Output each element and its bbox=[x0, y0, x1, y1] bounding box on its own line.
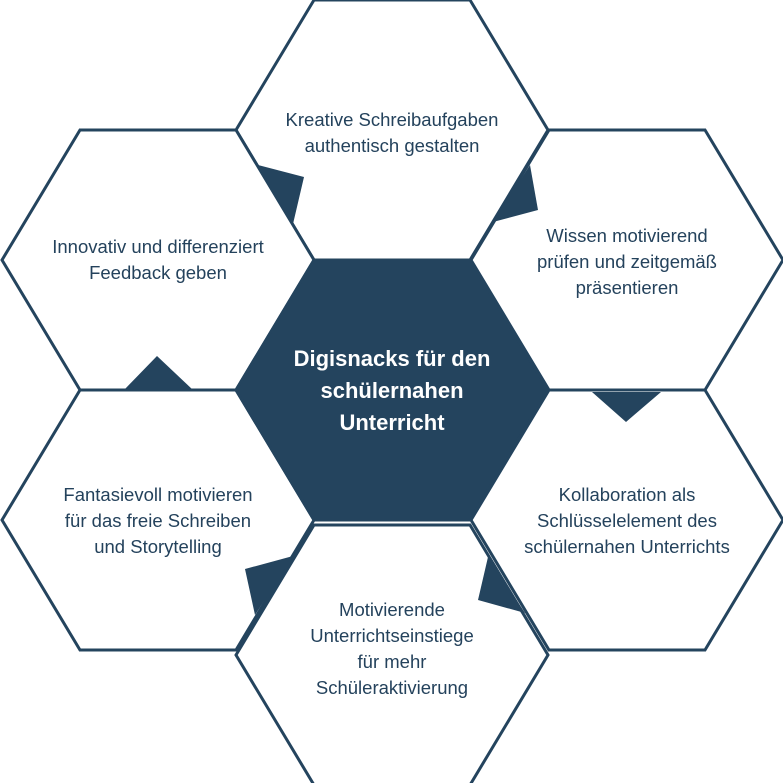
topic-label-bottom-right: Kollaboration als bbox=[559, 484, 696, 505]
topic-label-top: Kreative Schreibaufgaben bbox=[286, 109, 499, 130]
topic-label-bottom: für mehr bbox=[358, 651, 427, 672]
connector-arrow-icon bbox=[592, 392, 661, 422]
topic-label-top-right: präsentieren bbox=[576, 277, 679, 298]
topic-label-bottom: Schüleraktivierung bbox=[316, 677, 468, 698]
center-title: Digisnacks für den bbox=[294, 346, 491, 371]
topic-label-top-right: prüfen und zeitgemäß bbox=[537, 251, 717, 272]
connector-arrow-icon bbox=[493, 165, 538, 222]
topic-label-bottom: Unterrichtseinstiege bbox=[310, 625, 474, 646]
topic-label-top: authentisch gestalten bbox=[305, 135, 480, 156]
center-title: schülernahen bbox=[320, 378, 463, 403]
connector-arrow-icon bbox=[245, 556, 293, 615]
topic-label-bottom-left: und Storytelling bbox=[94, 536, 222, 557]
connector-arrow-icon bbox=[478, 557, 525, 613]
topic-label-bottom-left: Fantasievoll motivieren bbox=[63, 484, 252, 505]
connector-arrow-icon bbox=[124, 356, 193, 390]
hexagon-bottom bbox=[234, 523, 550, 783]
connector-arrow-icon bbox=[258, 165, 304, 224]
topic-label-bottom-right: Schlüsselelement des bbox=[537, 510, 717, 531]
topic-label-bottom-right: schülernahen Unterrichts bbox=[524, 536, 730, 557]
center-title: Unterricht bbox=[339, 410, 445, 435]
topic-label-bottom-left: für das freie Schreiben bbox=[65, 510, 251, 531]
topic-label-bottom: Motivierende bbox=[339, 599, 445, 620]
topic-label-top-left: Feedback geben bbox=[89, 262, 227, 283]
topic-label-top-left: Innovativ und differenziert bbox=[52, 236, 264, 257]
topic-label-top-right: Wissen motivierend bbox=[546, 225, 707, 246]
hexagon-center bbox=[234, 258, 550, 522]
